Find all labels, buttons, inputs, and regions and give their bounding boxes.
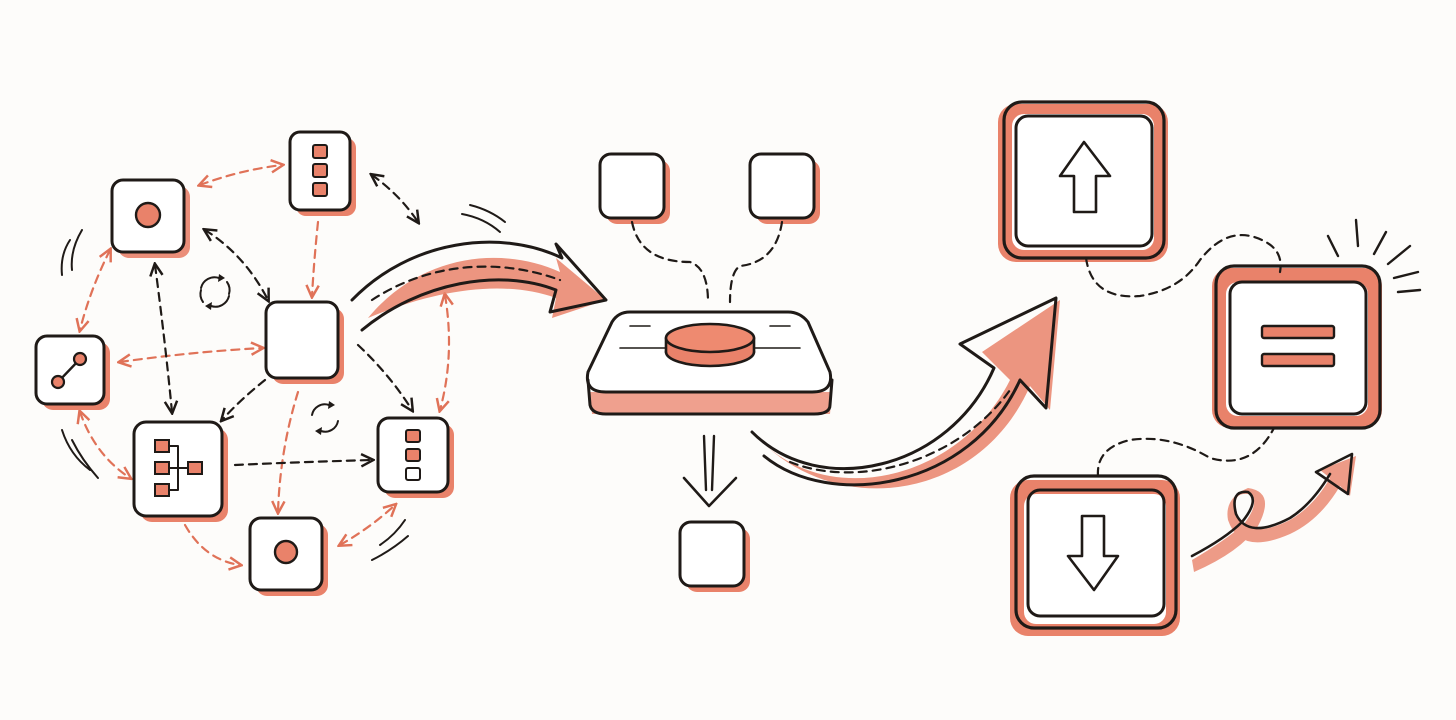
node-flowchart	[132, 420, 228, 522]
arrow-up-icon	[1058, 140, 1112, 214]
node-list-top	[288, 130, 356, 216]
input-square-left	[598, 152, 670, 224]
loop-arrow	[1190, 452, 1356, 572]
equals-icon	[1260, 324, 1336, 368]
network-links-accent	[80, 165, 449, 565]
node-share	[34, 334, 110, 410]
network-cluster	[34, 130, 506, 596]
outcome-equal	[1212, 264, 1382, 430]
sync-cycle-icon	[311, 401, 339, 435]
outcomes-panel	[998, 100, 1422, 636]
stack-list-icon	[312, 144, 328, 197]
node-circle-top	[110, 178, 190, 258]
arrow-network-to-hub	[350, 240, 608, 332]
outcome-down	[1010, 474, 1180, 636]
circle-dot-icon	[273, 539, 299, 565]
input-square-right	[748, 152, 820, 224]
share-link-icon	[50, 351, 88, 390]
node-center	[264, 300, 344, 384]
sparkle-lines	[1326, 218, 1422, 294]
output-square	[678, 520, 750, 592]
push-button-platform	[585, 310, 834, 416]
arrow-down-to-output	[682, 434, 738, 508]
connector-down-to-equal	[1096, 426, 1276, 478]
stack-list-icon	[405, 429, 421, 481]
hub-panel	[585, 152, 834, 592]
arrow-down-icon	[1066, 514, 1120, 592]
outcome-up	[998, 100, 1168, 262]
sync-cycle-icon	[199, 274, 231, 310]
flowchart-icon	[154, 439, 203, 497]
circle-dot-icon	[134, 201, 162, 229]
connector-up-to-equal	[1084, 234, 1282, 298]
node-list-right	[376, 416, 454, 498]
arrow-hub-to-outcomes	[750, 296, 1060, 489]
network-links-ink	[155, 175, 418, 465]
push-button-icon	[664, 322, 756, 368]
node-circle-bottom	[248, 516, 328, 596]
